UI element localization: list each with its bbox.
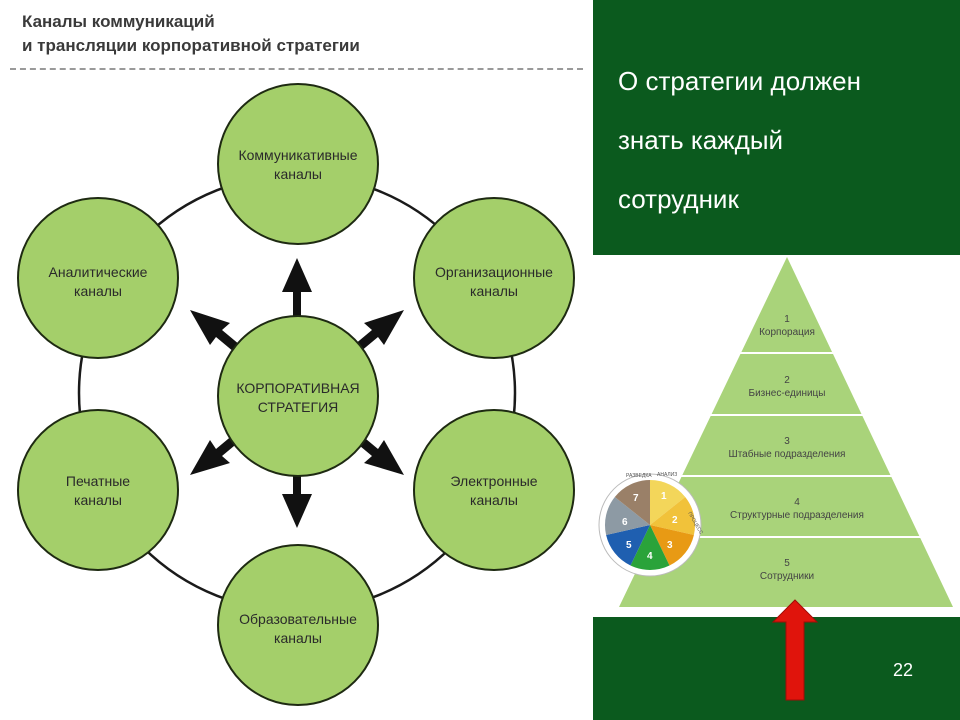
arrow-up [282, 258, 312, 318]
level-label: Структурные подразделения [730, 510, 864, 521]
wheel-number-1: 1 [661, 491, 667, 502]
caption-line: каналы [74, 492, 122, 508]
caption-line: каналы [470, 492, 518, 508]
level-number: 4 [794, 497, 800, 508]
left-panel: Каналы коммуникаций и трансляции корпора… [0, 0, 593, 720]
node-center [217, 315, 379, 477]
caption-center: КОРПОРАТИВНАЯ СТРАТЕГИЯ [223, 379, 373, 417]
caption-line: СТРАТЕГИЯ [257, 399, 339, 415]
level-label: Штабные подразделения [728, 449, 846, 460]
level-number: 3 [784, 436, 790, 447]
caption-line: каналы [274, 166, 322, 182]
node-electronic [413, 409, 575, 571]
heading-line-1: О стратегии должен [618, 66, 861, 96]
wheel-number-2: 2 [672, 515, 678, 526]
channels-diagram [17, 83, 575, 706]
diagram-title: Каналы коммуникаций и трансляции корпора… [22, 10, 360, 58]
level-number: 2 [784, 375, 790, 386]
right-heading: О стратегии должен знать каждый сотрудни… [618, 52, 861, 229]
wheel-number-5: 5 [626, 540, 632, 551]
caption-line: Аналитические [48, 264, 148, 280]
wheel-number-7: 7 [633, 493, 639, 504]
arrow-down-right [354, 434, 404, 475]
wheel-label: РАЗВЕДКА [626, 473, 652, 479]
caption-analytical: Аналитические каналы [23, 263, 173, 301]
wheel-number-4: 4 [647, 551, 653, 562]
arrow-down-left [190, 434, 240, 475]
title-line-1: Каналы коммуникаций [22, 12, 215, 31]
pyramid [619, 257, 953, 607]
caption-organizational: Организационные каналы [419, 263, 569, 301]
caption-print: Печатные каналы [23, 472, 173, 510]
level-label: Бизнес-единицы [748, 388, 826, 399]
level-label: Корпорация [759, 327, 815, 338]
caption-line: каналы [470, 283, 518, 299]
caption-line: Коммуникативные [238, 147, 358, 163]
page-number: 22 [893, 660, 914, 680]
pyramid-level-1: 1 Корпорация [677, 313, 897, 339]
pyramid-level-4: 4 Структурные подразделения [687, 496, 907, 522]
node-communicative [217, 83, 379, 245]
arrow-down [282, 470, 312, 528]
wheel-number-6: 6 [622, 517, 628, 528]
title-line-2: и трансляции корпоративной стратегии [22, 36, 360, 55]
caption-line: Печатные [65, 473, 131, 489]
caption-line: Организационные [435, 264, 553, 280]
heading-line-3: сотрудник [618, 184, 739, 214]
pyramid-graphic: 1 2 3 4 5 6 7 РАЗВЕДКА АНАЛИЗ ПРОЦЕСС [598, 257, 953, 607]
caption-line: Образовательные [239, 611, 357, 627]
caption-line: Электронные [450, 473, 538, 489]
caption-electronic: Электронные каналы [419, 472, 569, 510]
process-wheel: 1 2 3 4 5 6 7 РАЗВЕДКА АНАЛИЗ ПРОЦЕСС [598, 472, 704, 577]
heading-line-2: знать каждый [618, 125, 784, 155]
pyramid-level-5: 5 Сотрудники [677, 557, 897, 583]
level-label: Сотрудники [759, 571, 815, 582]
arrows [190, 258, 404, 528]
node-print [17, 409, 179, 571]
pyramid-panel: 1 2 3 4 5 6 7 РАЗВЕДКА АНАЛИЗ ПРОЦЕСС 1 … [593, 255, 960, 617]
caption-line: каналы [74, 283, 122, 299]
pyramid-level-2: 2 Бизнес-единицы [677, 374, 897, 400]
wheel-number-3: 3 [667, 540, 673, 551]
caption-educational: Образовательные каналы [223, 610, 373, 648]
node-organizational [413, 197, 575, 359]
level-number: 1 [784, 314, 790, 325]
arrow-up-right [354, 310, 404, 352]
level-number: 5 [784, 558, 790, 569]
wheel-label: АНАЛИЗ [657, 472, 677, 478]
caption-communicative: Коммуникативные каналы [223, 146, 373, 184]
pyramid-level-3: 3 Штабные подразделения [677, 435, 897, 461]
arrow-up-left [190, 310, 240, 352]
caption-line: каналы [274, 630, 322, 646]
title-divider [10, 68, 583, 70]
node-educational [217, 544, 379, 706]
node-analytical [17, 197, 179, 359]
caption-line: КОРПОРАТИВНАЯ [236, 380, 360, 396]
